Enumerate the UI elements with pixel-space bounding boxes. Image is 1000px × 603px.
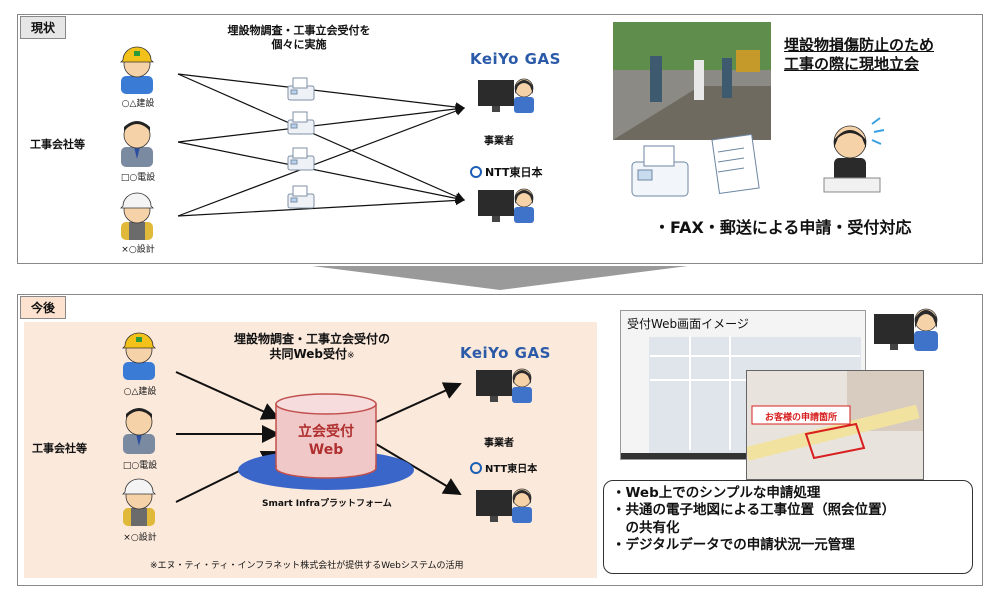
- screen-taskbar: [621, 453, 865, 459]
- current-flow-title-line1: 埋設物調査・工事立会受付を: [227, 24, 371, 37]
- ntt-mark-icon: [470, 166, 482, 178]
- benefit-item: ・共通の電子地図による工事位置（照会位置）: [612, 502, 896, 519]
- company-label: ○△建設: [121, 99, 155, 109]
- benefits-box: ・Web上でのシンプルな申請処理 ・共通の電子地図による工事位置（照会位置） の…: [603, 480, 973, 574]
- operator-label: 事業者: [484, 136, 514, 147]
- current-flow-title-line2: 個々に実施: [271, 37, 327, 51]
- ntt-mark-icon: [470, 461, 482, 474]
- current-workers-label: 工事会社等: [30, 138, 85, 151]
- ntt-logo: NTT東日本: [470, 460, 537, 475]
- current-headline-line2: 工事の際に現地立会: [784, 54, 920, 73]
- current-flow-title: 埋設物調査・工事立会受付を 個々に実施: [214, 24, 384, 52]
- keiyo-gas-logo: KeiYo GAS: [460, 344, 551, 362]
- db-label-line2: Web: [308, 441, 344, 458]
- map-callout-label: お客様の申請箇所: [764, 413, 837, 423]
- current-tag: 現状: [20, 16, 67, 39]
- future-flow-title: 埋設物調査・工事立会受付の 共同Web受付※: [212, 332, 412, 362]
- current-method-text: ・FAX・郵送による申請・受付対応: [654, 218, 912, 237]
- operator-label: 事業者: [484, 438, 514, 449]
- future-flow-title-line2: 共同Web受付: [269, 347, 347, 361]
- platform-label: Smart Infraプラットフォーム: [262, 499, 392, 509]
- db-label: 立会受付 Web: [276, 424, 376, 459]
- benefit-item: の共有化: [612, 519, 680, 536]
- benefit-item: ・Web上でのシンプルな申請処理: [612, 485, 821, 501]
- future-workers-label: 工事会社等: [32, 442, 87, 455]
- keiyo-gas-logo: KeiYo GAS: [470, 50, 561, 68]
- ntt-logo-text: NTT東日本: [485, 166, 543, 179]
- current-headline-line1: 埋設物損傷防止のため: [784, 36, 935, 54]
- company-label: ○△建設: [123, 387, 157, 397]
- db-label-line1: 立会受付: [298, 424, 354, 440]
- future-footnote: ※エヌ・ティ・ティ・インフラネット株式会社が提供するWebシステムの活用: [150, 561, 464, 571]
- future-tag: 今後: [20, 296, 67, 319]
- future-flow-title-mark: ※: [347, 351, 355, 361]
- company-label: ×○設計: [123, 533, 157, 543]
- map-zoom-panel: [746, 370, 924, 480]
- company-label: □○電設: [122, 461, 158, 471]
- current-headline: 埋設物損傷防止のため 工事の際に現地立会: [784, 36, 974, 74]
- current-panel: [17, 14, 983, 264]
- benefit-item: ・デジタルデータでの申請状況一元管理: [612, 536, 855, 553]
- ntt-logo: NTT東日本: [470, 164, 542, 180]
- company-label: ×○設計: [121, 245, 155, 255]
- company-label: □○電設: [120, 173, 156, 183]
- future-flow-title-line2-wrap: 共同Web受付※: [212, 347, 412, 362]
- ntt-logo-text: NTT東日本: [485, 464, 538, 475]
- web-screen-title: 受付Web画面イメージ: [627, 317, 749, 331]
- future-flow-title-line1: 埋設物調査・工事立会受付の: [233, 332, 390, 346]
